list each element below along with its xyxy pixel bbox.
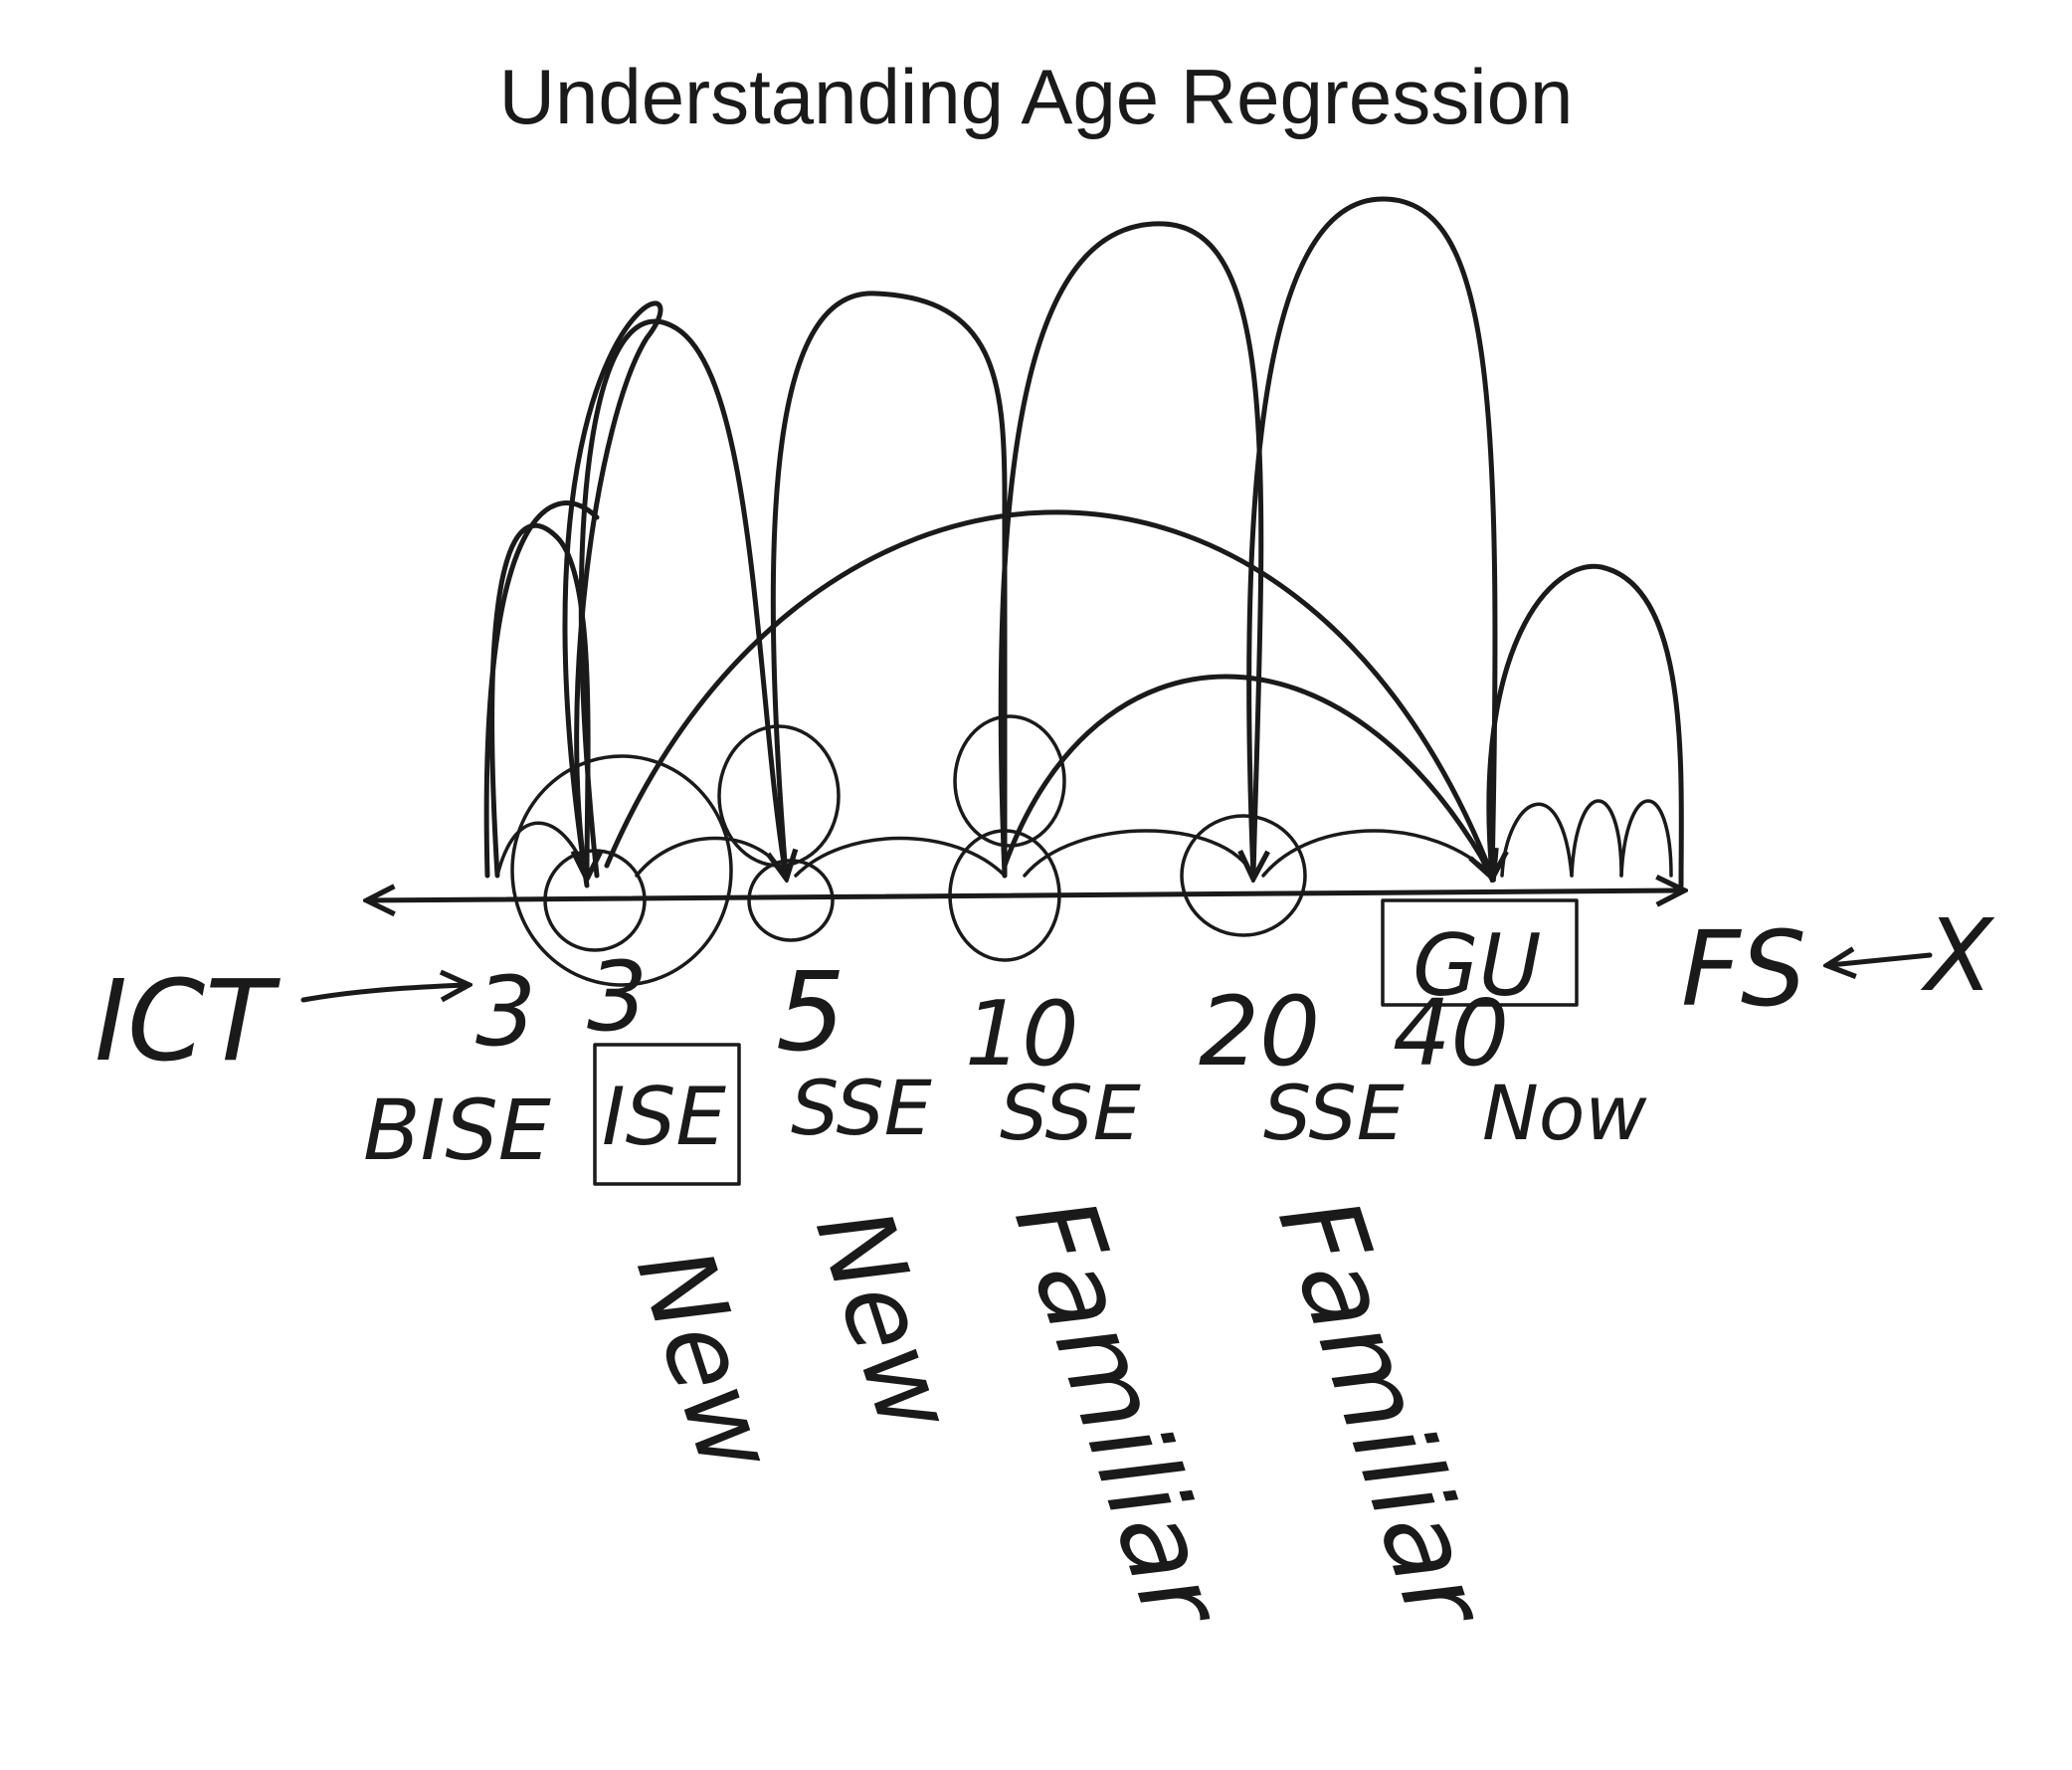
annotation-1: New xyxy=(613,1234,798,1486)
stage-label-6: Now xyxy=(1482,1069,1647,1157)
stage-label-3: SSE xyxy=(791,1064,932,1152)
ict-arrow xyxy=(300,985,466,1003)
arc-right xyxy=(1486,563,1684,888)
gu-label: GU xyxy=(1413,916,1542,1016)
arc-7 xyxy=(483,500,600,879)
arc-3 xyxy=(770,291,1008,879)
age-label-5: 20 xyxy=(1199,976,1320,1087)
gu-box xyxy=(1381,898,1579,1007)
timeline-axis xyxy=(370,890,1681,900)
fs-arrow xyxy=(1830,955,1933,965)
age-label-4: 10 xyxy=(965,982,1079,1086)
age-label-6: 40 xyxy=(1393,980,1509,1086)
page-title: Understanding Age Regression xyxy=(498,53,1574,140)
right-x: X xyxy=(1920,897,1995,1014)
age-label-1: 3 xyxy=(475,956,536,1068)
stage-label-2: ISE xyxy=(602,1071,726,1163)
stage-label-1: BISE xyxy=(363,1082,551,1179)
stage-label-4: SSE xyxy=(1000,1069,1141,1157)
left-term: ICT xyxy=(94,957,281,1086)
annotation-4: Familiar xyxy=(1253,1182,1512,1646)
age-label-3: 5 xyxy=(776,948,846,1076)
annotation-3: Familiar xyxy=(990,1182,1248,1646)
arc-4 xyxy=(998,221,1261,876)
right-term: FS xyxy=(1681,908,1806,1030)
arc-long-2 xyxy=(1002,674,1495,879)
annotation-2: New xyxy=(792,1194,977,1447)
arc-5 xyxy=(1246,196,1495,876)
arc-long-1 xyxy=(604,509,1492,876)
age-label-2: 3 xyxy=(587,941,648,1053)
small-loops xyxy=(495,714,1673,987)
arc-2 xyxy=(578,318,786,876)
stage-label-5: SSE xyxy=(1263,1069,1405,1157)
ise-box xyxy=(593,1043,741,1186)
regression-arcs xyxy=(483,196,1684,888)
